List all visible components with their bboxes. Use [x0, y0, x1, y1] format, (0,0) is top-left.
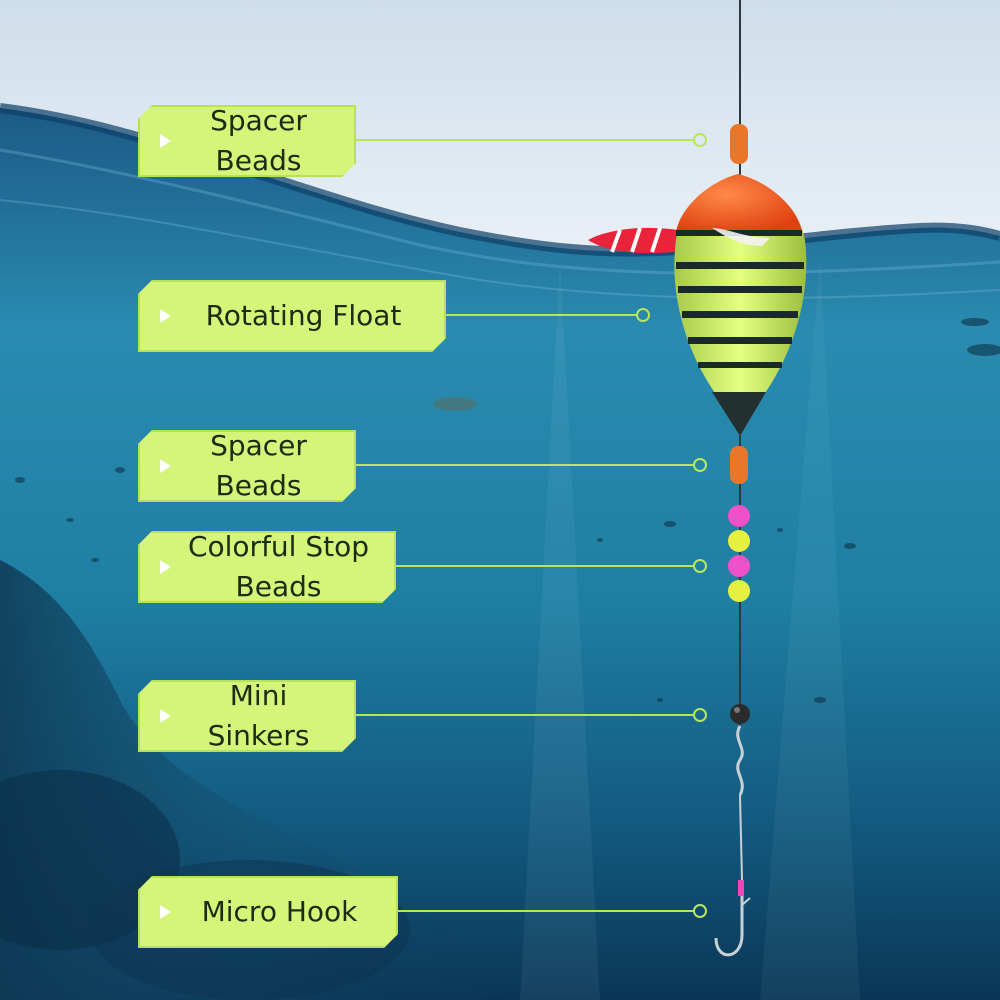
hook-barb — [741, 897, 751, 906]
callout-spacer-beads-top: Spacer Beads — [138, 105, 356, 177]
callout-rotating-float: Rotating Float — [138, 280, 446, 352]
callout-text: Micro Hook — [201, 895, 358, 928]
play-triangle-icon — [160, 134, 171, 148]
spacer-bead-top — [730, 124, 748, 164]
leader-lines — [356, 133, 707, 918]
hook-leader — [739, 794, 743, 881]
play-triangle-icon — [160, 459, 171, 473]
callout-spacer-beads-middle: Spacer Beads — [138, 430, 356, 502]
mini-sinker — [730, 704, 750, 724]
callout-text: Spacer Beads — [210, 104, 307, 177]
sinker-shine — [734, 707, 740, 713]
leader-dot — [693, 904, 707, 918]
leader-dot — [693, 559, 707, 573]
spacer-bead-middle — [730, 446, 748, 484]
leader-dot — [693, 133, 707, 147]
callout-mini-sinkers: Mini Sinkers — [138, 680, 356, 752]
hook-wrap — [738, 880, 744, 896]
callout-text: Spacer Beads — [210, 429, 307, 502]
play-triangle-icon — [160, 309, 171, 323]
play-triangle-icon — [160, 709, 171, 723]
leader-dot — [693, 458, 707, 472]
light-ray — [760, 260, 860, 1000]
fish-group — [15, 318, 1000, 703]
play-triangle-icon — [160, 905, 171, 919]
callout-text: Rotating Float — [205, 299, 402, 332]
swivel — [736, 725, 744, 796]
micro-hook — [714, 896, 744, 957]
callout-text: Mini Sinkers — [207, 679, 310, 752]
stop-beads — [728, 505, 750, 602]
callout-colorful-stop-beads: Colorful Stop Beads — [138, 531, 396, 603]
float-cap — [676, 174, 802, 232]
surface-ripple — [0, 199, 1000, 300]
float-blade — [712, 228, 770, 246]
play-triangle-icon — [160, 560, 171, 574]
callout-micro-hook: Micro Hook — [138, 876, 398, 948]
light-ray — [520, 260, 600, 1000]
leader-dot — [636, 308, 650, 322]
callout-text: Colorful Stop Beads — [187, 530, 370, 603]
lure-fin-stripes — [610, 227, 662, 253]
leader-dot — [693, 708, 707, 722]
rotating-float — [674, 174, 807, 436]
